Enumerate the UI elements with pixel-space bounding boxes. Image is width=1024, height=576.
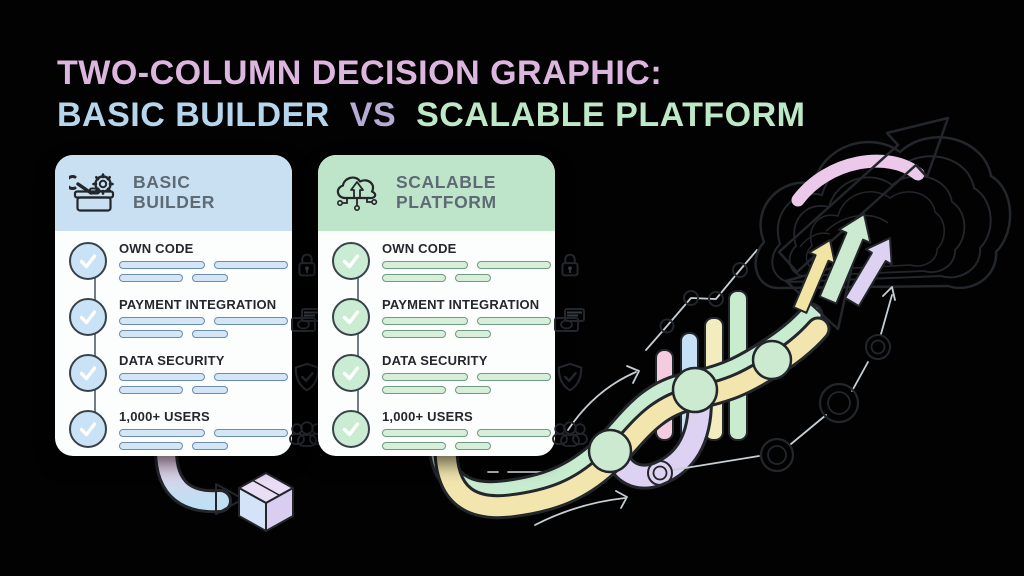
lock-icon bbox=[554, 249, 586, 281]
check-circle-icon bbox=[69, 410, 107, 448]
checklist-rail bbox=[357, 259, 359, 427]
users-group-icon bbox=[551, 418, 589, 448]
node-path-icon bbox=[647, 286, 896, 486]
title-line1: TWO-COLUMN DECISION GRAPHIC: bbox=[57, 54, 663, 92]
feature-label: PAYMENT INTEGRATION bbox=[119, 297, 277, 312]
pipe-nodes-icon bbox=[587, 339, 793, 474]
checkmark-icon bbox=[340, 250, 362, 272]
cloud-upload-icon bbox=[332, 172, 384, 214]
check-circle-icon bbox=[69, 298, 107, 336]
card-scalable-body: OWN CODE PAYMENT INTEGRATION bbox=[318, 231, 555, 456]
title-basic-builder: BASIC BUILDER bbox=[57, 96, 330, 134]
feature-row-own-code: OWN CODE bbox=[55, 231, 292, 287]
feature-label: 1,000+ USERS bbox=[382, 409, 473, 424]
banknote-icon bbox=[552, 306, 588, 336]
toolbox-icon bbox=[69, 172, 121, 214]
curved-arrow-icon bbox=[154, 438, 244, 515]
check-circle-icon bbox=[332, 242, 370, 280]
checkmark-icon bbox=[77, 362, 99, 384]
card-scalable-header: SCALABLE PLATFORM bbox=[318, 155, 555, 231]
title-scalable-platform: SCALABLE PLATFORM bbox=[416, 96, 806, 134]
feature-row-users: 1,000+ USERS bbox=[55, 399, 292, 455]
feature-row-users: 1,000+ USERS bbox=[318, 399, 555, 455]
title-line2: BASIC BUILDER VS SCALABLE PLATFORM bbox=[57, 94, 816, 136]
feature-row-own-code: OWN CODE bbox=[318, 231, 555, 287]
card-basic-body: OWN CODE PAYMENT INTEGRATION bbox=[55, 231, 292, 456]
checkmark-icon bbox=[340, 418, 362, 440]
page-title: TWO-COLUMN DECISION GRAPHIC: BASIC BUILD… bbox=[57, 52, 816, 136]
package-box-icon bbox=[238, 472, 294, 532]
feature-label: DATA SECURITY bbox=[119, 353, 225, 368]
checkmark-icon bbox=[340, 362, 362, 384]
checkmark-icon bbox=[340, 306, 362, 328]
check-circle-icon bbox=[332, 354, 370, 392]
feature-label: DATA SECURITY bbox=[382, 353, 488, 368]
check-circle-icon bbox=[69, 242, 107, 280]
card-scalable-platform: SCALABLE PLATFORM OWN CODE PAYMENT INTEG… bbox=[318, 155, 555, 456]
check-circle-icon bbox=[332, 410, 370, 448]
up-arrows-icon bbox=[792, 213, 893, 314]
feature-label: 1,000+ USERS bbox=[119, 409, 210, 424]
speed-lines-icon bbox=[487, 365, 640, 526]
check-circle-icon bbox=[69, 354, 107, 392]
card-scalable-title: SCALABLE PLATFORM bbox=[396, 172, 497, 212]
feature-label: OWN CODE bbox=[119, 241, 194, 256]
feature-row-security: DATA SECURITY bbox=[318, 343, 555, 399]
card-basic-title: BASIC BUILDER bbox=[133, 172, 215, 212]
feature-row-payment: PAYMENT INTEGRATION bbox=[318, 287, 555, 343]
line-dots-icon bbox=[645, 249, 758, 351]
checkmark-icon bbox=[77, 418, 99, 440]
feature-label: OWN CODE bbox=[382, 241, 457, 256]
title-vs: VS bbox=[349, 96, 397, 134]
feature-row-security: DATA SECURITY bbox=[55, 343, 292, 399]
checkmark-icon bbox=[77, 250, 99, 272]
shield-check-icon bbox=[554, 361, 586, 393]
checkmark-icon bbox=[77, 306, 99, 328]
check-circle-icon bbox=[332, 298, 370, 336]
checklist-rail bbox=[94, 259, 96, 427]
card-basic-header: BASIC BUILDER bbox=[55, 155, 292, 231]
card-basic-builder: BASIC BUILDER OWN CODE PAYMENT INTEGRATI… bbox=[55, 155, 292, 456]
feature-label: PAYMENT INTEGRATION bbox=[382, 297, 540, 312]
feature-row-payment: PAYMENT INTEGRATION bbox=[55, 287, 292, 343]
